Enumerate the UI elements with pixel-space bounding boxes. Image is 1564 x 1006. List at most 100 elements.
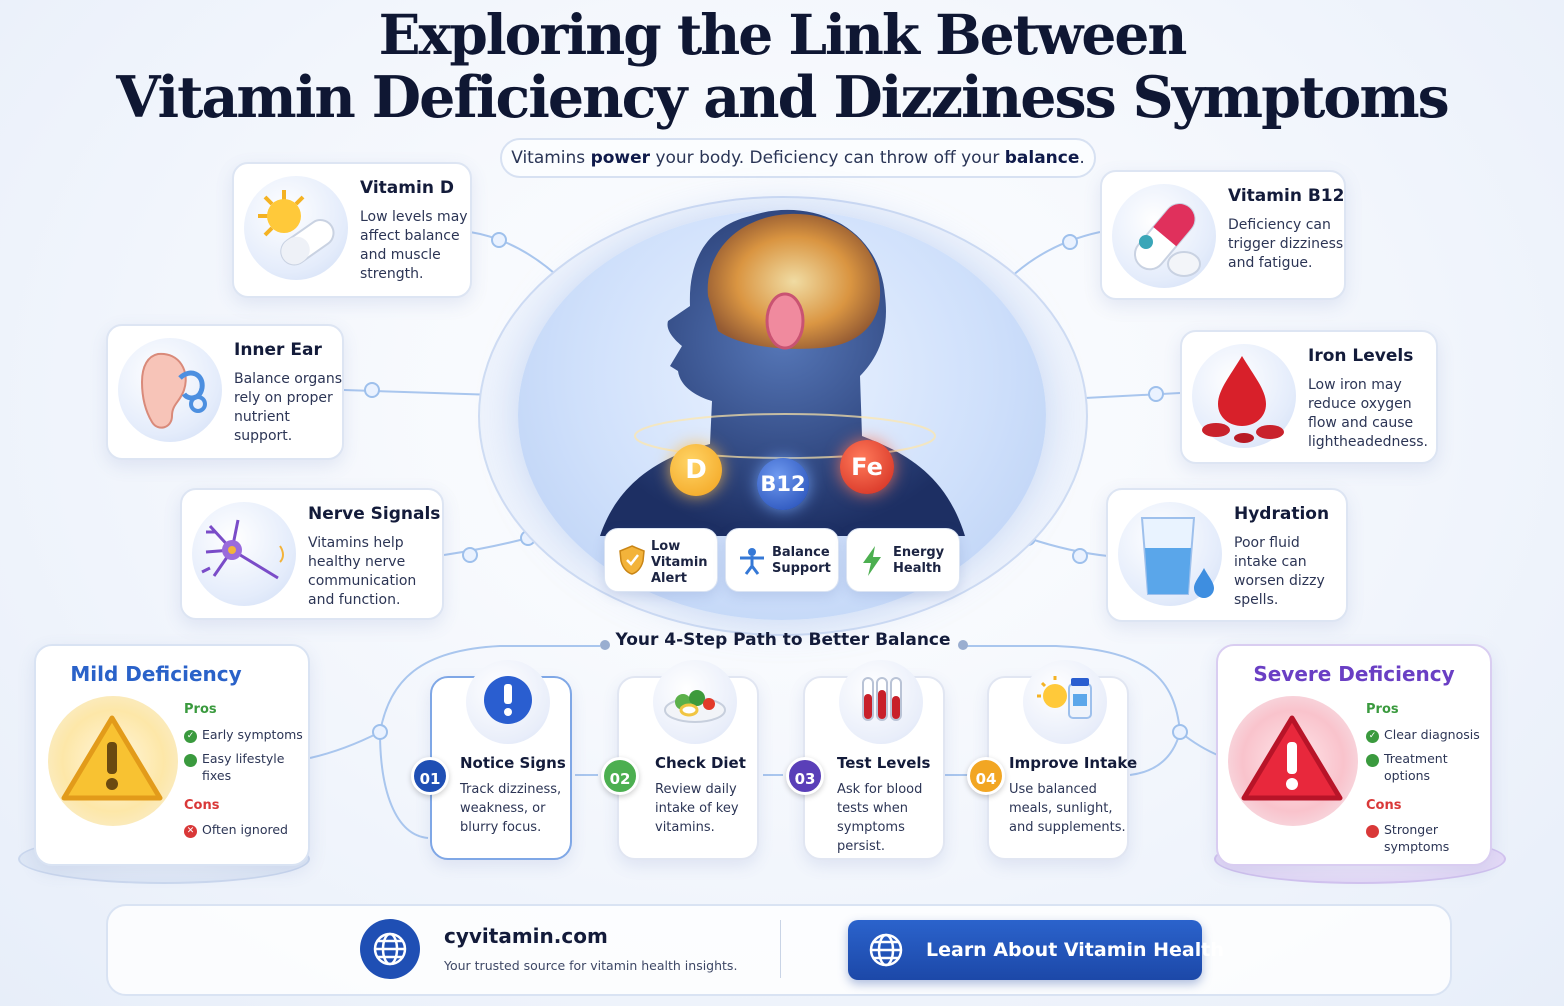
connector-node [1172,724,1188,740]
iron-fe-orb: Fe [840,440,894,494]
card-title: Nerve Signals [308,504,441,524]
connector-node [491,232,507,248]
severe-panel-title: Severe Deficiency [1253,662,1455,686]
site-link[interactable]: cyvitamin.com [444,924,608,948]
step-description: Use balanced meals, sunlight, and supple… [1009,782,1126,835]
salad-bowl-icon [653,660,737,744]
neuron-icon [192,502,296,606]
capsule-icon [1112,184,1216,288]
connector-node [462,547,478,563]
subtitle-text: . [1079,148,1085,168]
severe-pros-label: Pros [1366,702,1399,717]
footer-bar [106,904,1452,996]
pro-text: Early symptoms [202,727,303,742]
connector-node [372,724,388,740]
steps-title-dot [600,640,610,650]
globe-icon [869,933,903,967]
step-number-badge: 03 [786,757,824,795]
card-vitamin-d: Vitamin D Low levels may affect balance … [232,162,472,298]
steps-title-dot [958,640,968,650]
balance-figure-icon [740,548,764,575]
check-icon: ✓ [1366,730,1379,743]
step-title: Improve Intake [1009,754,1138,772]
card-description: Vitamins help healthy nerve communicatio… [308,535,417,608]
mild-con-item: ✕ Often ignored [184,821,312,838]
step-card-2: Check Diet Review daily intake of key vi… [617,660,759,860]
badge-label: Energy Health [893,545,945,576]
mild-deficiency-panel: Mild Deficiency Pros ✓Early symptoms ✓Ea… [34,644,310,866]
mild-pro-item: ✓ Early symptoms [184,726,312,743]
mild-pro-item: ✓ Easy lifestyle fixes [178,750,312,784]
card-description: Poor fluid intake can worsen dizzy spell… [1234,535,1325,608]
step-number-badge: 01 [411,757,449,795]
card-description: Low levels may affect balance and muscle… [360,209,468,282]
badge-label: Balance Support [772,545,831,576]
badge-low-vitamin-alert: Low Vitamin Alert [604,528,718,592]
card-title: Hydration [1234,504,1330,524]
lightning-icon [863,546,881,576]
severe-pro-item: ✓ Treatment options [1360,750,1476,784]
page-title-line-1: Exploring the Link Between [378,2,1188,67]
card-nerve-signals: Nerve Signals Vitamins help healthy nerv… [180,488,444,620]
card-title: Inner Ear [234,340,322,360]
connector-node [1148,386,1164,402]
sun-pill-icon [244,176,348,280]
pro-text: Treatment options [1384,751,1448,783]
step-card-4: Improve Intake Use balanced meals, sunli… [987,660,1137,860]
test-tubes-icon [839,660,923,744]
connector-node [364,382,380,398]
card-description: Deficiency can trigger dizziness and fat… [1228,217,1344,271]
card-inner-ear: Inner Ear Balance organs rely on proper … [106,324,344,460]
page-title-line-2: Vitamin Deficiency and Dizziness Symptom… [116,64,1449,131]
subtitle-emphasis-power: power [590,148,651,168]
subtitle-emphasis-balance: balance [1004,148,1080,168]
step-card-3: Test Levels Ask for blood tests when sym… [803,660,945,860]
card-hydration: Hydration Poor fluid intake can worsen d… [1106,488,1348,622]
subtitle-text: Vitamins [511,148,591,168]
pro-text: Easy lifestyle fixes [202,751,285,783]
check-icon: ✓ [1360,754,1379,767]
pro-text: Clear diagnosis [1384,727,1480,742]
step-description: Track dizziness, weakness, or blurry foc… [460,782,562,835]
badge-energy-health: Energy Health [846,528,960,592]
card-vitamin-b12: Vitamin B12 Deficiency can trigger dizzi… [1100,170,1346,300]
x-icon: ✕ [184,825,197,838]
card-title: Vitamin D [360,178,454,198]
blood-drop-icon [1192,344,1296,448]
step-title: Test Levels [837,754,931,772]
steps-title: Your 4-Step Path to Better Balance [615,630,951,650]
step-description: Ask for blood tests when symptoms persis… [837,782,923,854]
step-description: Review daily intake of key vitamins. [655,782,739,835]
severe-deficiency-panel: Severe Deficiency Pros ✓Clear diagnosis … [1216,644,1492,866]
step-number-badge: 02 [601,757,639,795]
subtitle-banner: Vitamins power your body. Deficiency can… [500,138,1096,178]
vitamin-d-orb: D [670,444,722,496]
x-icon: ✕ [1360,825,1379,838]
shield-alert-icon [619,545,645,575]
check-icon: ✓ [178,754,197,767]
connector-node [1072,548,1088,564]
card-description: Low iron may reduce oxygen flow and caus… [1308,377,1429,450]
learn-more-button[interactable]: Learn About Vitamin Health [848,920,1224,980]
check-icon: ✓ [184,730,197,743]
footer-divider [780,920,781,978]
subtitle-text: your body. Deficiency can throw off your [650,148,1005,168]
severe-cons-label: Cons [1366,798,1402,813]
severe-con-item: ✕Stronger symptoms [1360,821,1476,855]
badge-balance-support: Balance Support [725,528,839,592]
site-tagline: Your trusted source for vitamin health i… [444,958,738,973]
ear-icon [118,338,222,442]
water-glass-icon [1118,502,1222,606]
sun-supplement-icon [1023,660,1107,744]
badge-label: Low Vitamin Alert [651,539,708,586]
step-card-1: Notice Signs Track dizziness, weakness, … [430,660,572,860]
connector-node [1062,234,1078,250]
mild-pros-label: Pros [184,702,217,717]
con-text: Often ignored [202,822,288,837]
card-description: Balance organs rely on proper nutrient s… [234,371,342,444]
card-title: Iron Levels [1308,346,1414,366]
step-number-badge: 04 [967,757,1005,795]
warning-triangle-icon [61,715,163,801]
exclamation-icon [466,660,550,744]
warning-triangle-icon [1241,715,1343,801]
